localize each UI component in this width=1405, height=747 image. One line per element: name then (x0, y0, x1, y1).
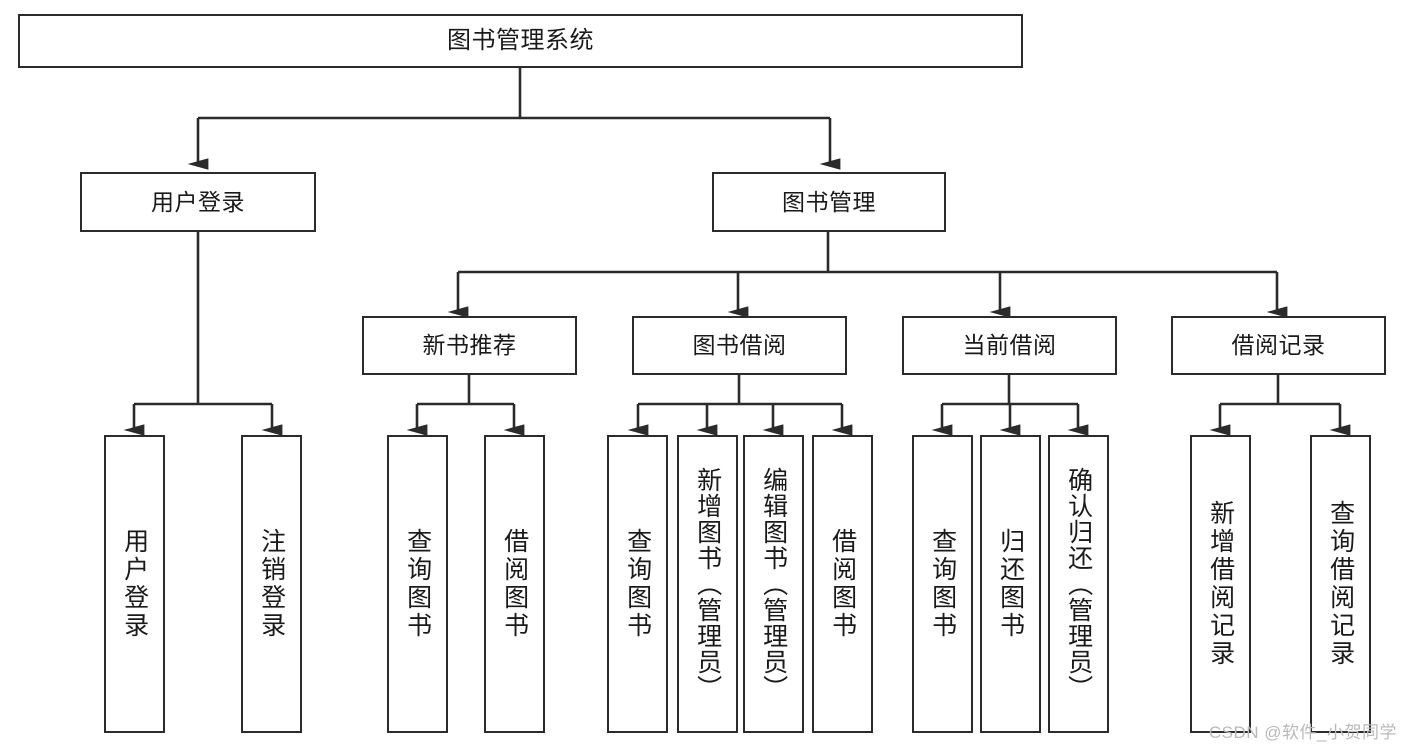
node-book-manage[interactable]: 图书管理 (712, 172, 946, 232)
node-borrow-record[interactable]: 借阅记录 (1171, 316, 1386, 375)
node-label: 借阅记录 (1231, 332, 1326, 359)
leaf-query-book-3[interactable]: 查询图书 (912, 435, 973, 733)
leaf-confirm-return[interactable]: 确认归还（管理员） (1048, 435, 1109, 733)
node-label: 注销登录 (257, 528, 286, 640)
node-label: 查询图书 (403, 528, 432, 640)
node-user-login[interactable]: 用户登录 (80, 172, 316, 232)
node-label: 图书管理系统 (447, 27, 594, 55)
leaf-query-book-1[interactable]: 查询图书 (387, 435, 448, 733)
node-root-system[interactable]: 图书管理系统 (18, 14, 1023, 68)
node-label: 图书管理 (782, 188, 876, 215)
node-label: 新增借阅记录 (1206, 500, 1235, 668)
leaf-return-book[interactable]: 归还图书 (980, 435, 1041, 733)
watermark: CSDN @软件_小贺同学 (1208, 723, 1397, 742)
leaf-borrow-book-1[interactable]: 借阅图书 (484, 435, 545, 733)
node-label: 确认归还（管理员） (1064, 467, 1093, 701)
node-current-borrow[interactable]: 当前借阅 (902, 316, 1117, 375)
node-label: 借阅图书 (500, 528, 529, 640)
node-book-borrow[interactable]: 图书借阅 (632, 316, 847, 375)
node-label: 借阅图书 (828, 528, 857, 640)
node-label: 归还图书 (996, 528, 1025, 640)
leaf-login[interactable]: 用户登录 (104, 435, 165, 733)
leaf-logout[interactable]: 注销登录 (241, 435, 302, 733)
node-new-book-recommend[interactable]: 新书推荐 (362, 316, 577, 375)
node-label: 用户登录 (151, 188, 245, 215)
leaf-add-book[interactable]: 新增图书（管理员） (677, 435, 738, 733)
node-label: 用户登录 (120, 528, 149, 640)
node-label: 查询借阅记录 (1326, 500, 1355, 668)
leaf-add-record[interactable]: 新增借阅记录 (1190, 435, 1251, 733)
leaf-edit-book[interactable]: 编辑图书（管理员） (743, 435, 804, 733)
leaf-borrow-book-2[interactable]: 借阅图书 (812, 435, 873, 733)
leaf-query-book-2[interactable]: 查询图书 (607, 435, 668, 733)
node-label: 新增图书（管理员） (693, 467, 722, 701)
node-label: 查询图书 (623, 528, 652, 640)
leaf-query-record[interactable]: 查询借阅记录 (1310, 435, 1371, 733)
node-label: 当前借阅 (962, 332, 1057, 359)
node-label: 查询图书 (928, 528, 957, 640)
node-label: 编辑图书（管理员） (759, 467, 788, 701)
node-label: 图书借阅 (692, 332, 787, 359)
node-label: 新书推荐 (422, 332, 517, 359)
